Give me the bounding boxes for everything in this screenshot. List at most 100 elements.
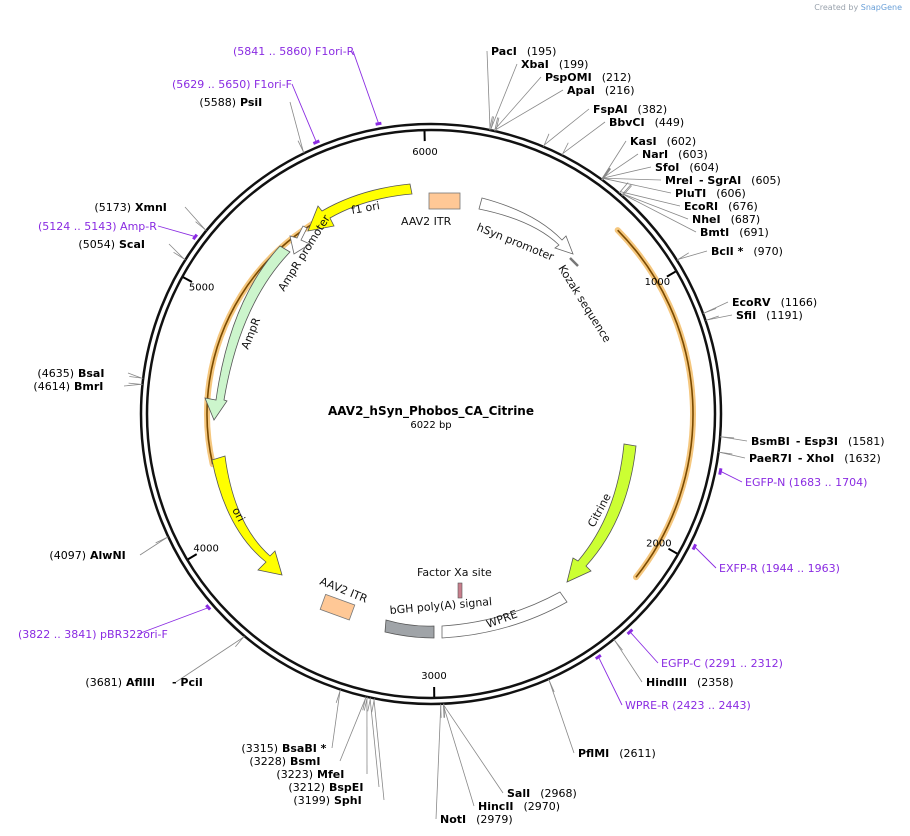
site-label-hincii[interactable]: HincII(2970) [478,800,560,813]
site-label-afliii[interactable]: (3681)AflIII- PciI [85,676,202,689]
hsyn-promoter-arrow[interactable] [478,197,574,255]
primer-bind-2 [192,233,199,241]
kozak-label: Kozak sequence [555,263,613,345]
site-label-bmri[interactable]: (4614)BmrI [33,380,103,393]
site-position: (3228) [249,755,286,768]
site-position: (3315) [241,742,278,755]
site-position: (4097) [49,549,86,562]
site-label-mfei[interactable]: (3223) MfeI [276,768,344,781]
site-label-bsmi[interactable]: (3228)BsmI [249,755,320,768]
ampr-promoter-arrow[interactable] [289,225,311,255]
site-label-apai[interactable]: ApaI(216) [567,84,635,97]
site-name: BbvCI [609,116,645,129]
primer-label-pbr322ori-f[interactable]: (3822 .. 3841) pBR322ori-F [18,628,168,641]
site-name: BsaBI * [282,742,327,755]
site-name: NotI [440,813,466,826]
site-label-kasi[interactable]: KasI(602) [630,135,696,148]
tick-2000 [667,547,678,555]
site-leader-22 [443,705,475,807]
site-label-noti[interactable]: NotI(2979) [440,813,513,826]
site-label-bspei[interactable]: (3212)BspEI [288,781,363,794]
site-leader-28 [331,691,341,749]
site-label-ecori[interactable]: EcoRI(676) [684,200,758,213]
site-name: EcoRV [732,296,771,309]
site-label-bmti[interactable]: BmtI(691) [700,226,769,239]
site-label-sfii[interactable]: SfiI (1191) [736,309,803,322]
site-position: (676) [728,200,758,213]
primer-label-egfp-n[interactable]: EGFP-N (1683 .. 1704) [745,476,867,489]
site-label-hindiii[interactable]: HindIII(2358) [646,676,734,689]
site-leader-24 [373,700,385,801]
site-position: (5054) [78,238,115,251]
site-label-ecorv[interactable]: EcoRV(1166) [732,296,817,309]
site-name: BmtI [700,226,729,239]
site-name: SfiI [736,309,756,322]
site-name: BsaI [78,367,104,380]
site-label-nhei[interactable]: NheI(687) [692,213,760,226]
primer-label-egfp-c[interactable]: EGFP-C (2291 .. 2312) [661,657,783,670]
site-label-paer7i[interactable]: PaeR7I- XhoI(1632) [749,452,881,465]
primer-range: (5629 .. 5650) F1ori-F [172,78,292,91]
site-label-pluti[interactable]: PluTI(606) [675,187,746,200]
bgh-poly-a-block[interactable] [384,619,435,639]
site-leader-14 [678,250,708,260]
primer-label-exfp-r[interactable]: EXFP-R (1944 .. 1963) [719,562,840,575]
bgh-label: bGH poly(A) signal [389,595,492,617]
site-label-bsmbi[interactable]: BsmBI- Esp3I(1581) [751,435,885,448]
site-position: (5173) [94,201,131,214]
site-leader-23 [435,705,442,820]
site-label-scai[interactable]: (5054)ScaI [78,238,145,251]
credit-prefix: Created by [814,3,859,12]
site-label-sphi[interactable]: (3199)SphI [293,794,361,807]
site-name: AlwNI [90,549,126,562]
site-name: PaeR7I [749,452,792,465]
ampr-arrow[interactable] [204,245,291,421]
primer-label-wpre-r[interactable]: WPRE-R (2423 .. 2443) [625,699,751,712]
site-name: PflMI [578,747,609,760]
aav2-itr-top-box[interactable] [428,192,461,210]
factor-xa-marker [457,582,463,599]
site-position: (603) [678,148,708,161]
site-leader-16 [707,314,733,321]
site-position: (1191) [766,309,803,322]
site-position: (1632) [844,452,881,465]
site-position: (2968) [540,787,577,800]
primer-label-f1ori-r[interactable]: (5841 .. 5860) F1ori-R [233,45,355,58]
primer-label-f1ori-f[interactable]: (5629 .. 5650) F1ori-F [172,78,292,91]
kozak-marker [569,257,579,267]
site-label-bcli[interactable]: BclI *(970) [711,245,783,258]
site-leader-8 [602,166,652,179]
site-label-bsabi[interactable]: (3315) BsaBI * [241,742,326,755]
factor-xa-label: Factor Xa site [417,566,492,579]
site-label-psii[interactable]: (5588)PsiI [199,96,262,109]
f1-ori-arrow[interactable] [307,183,413,232]
site-label-fspai[interactable]: FspAI(382) [593,103,667,116]
site-label-bsai[interactable]: (4635)BsaI [37,367,104,380]
site-label-sali[interactable]: SalI(2968) [507,787,577,800]
site-position: (3212) [288,781,325,794]
site-name: MfeI [317,768,344,781]
site-name: SfoI [655,161,679,174]
site-label-sfoi[interactable]: SfoI(604) [655,161,719,174]
site-leader-33 [168,243,185,259]
site-leader-21 [443,705,504,794]
wpre-block[interactable] [441,591,568,639]
site-label-alwni[interactable]: (4097) AlwNI [49,549,125,562]
site-label-paci[interactable]: PacI(195) [491,45,556,58]
site-label-xbai[interactable]: XbaI(199) [521,58,588,71]
primer-label-amp-r[interactable]: (5124 .. 5143) Amp-R [38,220,157,233]
site-position: (2611) [619,747,656,760]
site-position: (4614) [33,380,70,393]
site-label-bbvci[interactable]: BbvCI(449) [609,116,684,129]
ori-arrow[interactable] [211,455,283,576]
site-label-pspomi[interactable]: PspOMI(212) [545,71,631,84]
site-position: (3223) [276,768,313,781]
site-label-mrei[interactable]: MreI- SgrAI(605) [665,174,781,187]
site-position: (687) [731,213,761,226]
site-label-nari[interactable]: NarI(603) [642,148,708,161]
site-label-pflmi[interactable]: PflMI (2611) [578,747,656,760]
aav2-itr-bottom-box[interactable] [319,593,356,621]
site-label-xmni[interactable]: (5173)XmnI [94,201,166,214]
citrine-arrow[interactable] [566,443,637,583]
